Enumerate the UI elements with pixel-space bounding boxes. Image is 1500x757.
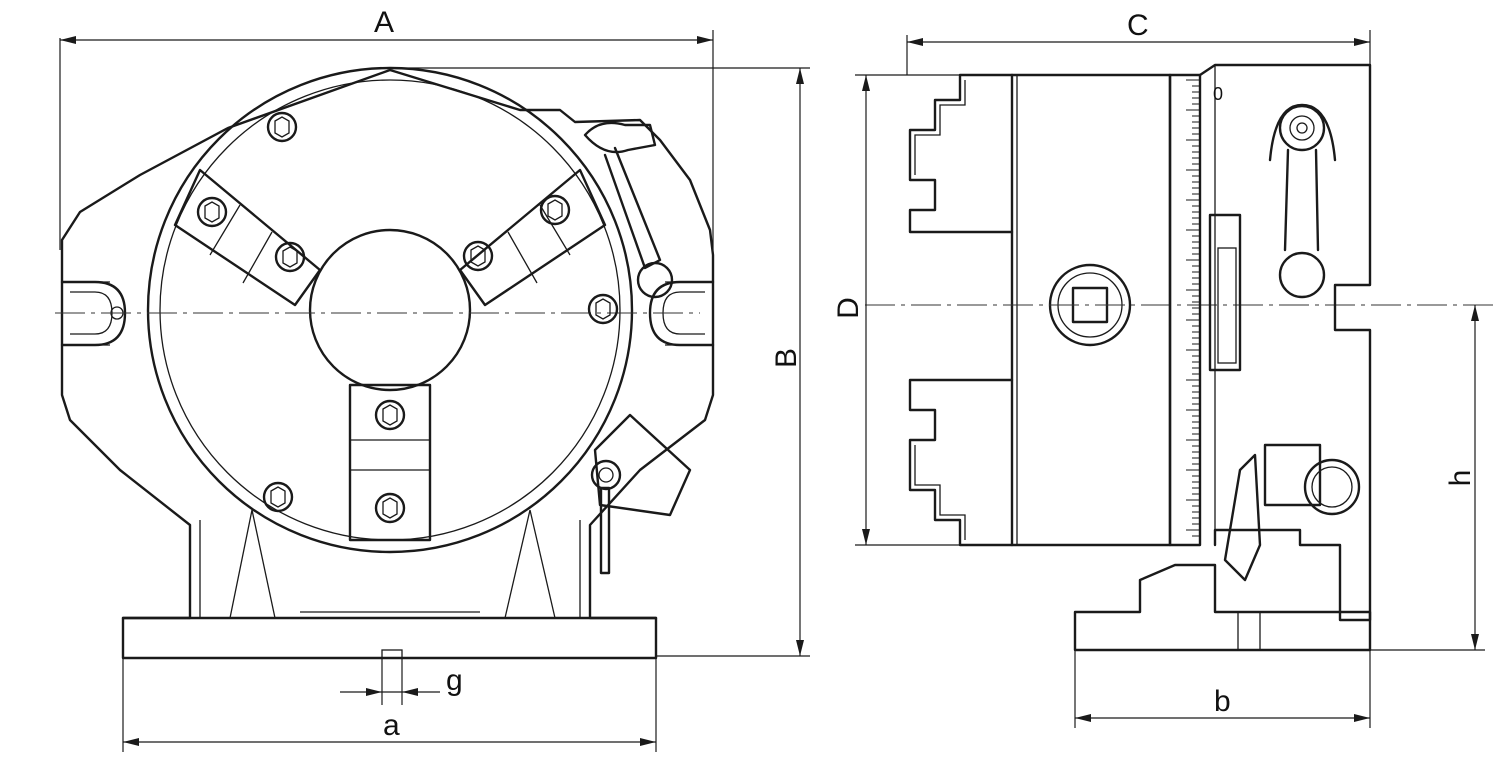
chuck-outer-circle	[146, 66, 634, 554]
side-jaw-upper-inner	[914, 80, 966, 175]
index-lever	[583, 121, 674, 299]
label-a: a	[383, 709, 400, 742]
bolt-left-outer	[196, 196, 228, 228]
bolt-top	[266, 111, 298, 143]
side-chuck-body	[1010, 73, 1172, 547]
jaw-bottom-step	[350, 439, 430, 471]
side-jaw-upper	[908, 73, 1014, 234]
jaw-left-step	[209, 204, 273, 284]
side-base	[1073, 563, 1372, 652]
bolt-right-edge	[587, 293, 619, 325]
chuck-inner-circle	[159, 79, 621, 541]
side-base-slot	[1237, 611, 1261, 651]
jaw-right	[458, 168, 607, 307]
front-body-inner	[61, 240, 581, 619]
dimension-lines	[59, 30, 1485, 752]
vernier-plate	[1208, 213, 1242, 372]
side-jaw-lower	[908, 378, 1014, 547]
graduated-ring	[1168, 73, 1202, 547]
label-D: D	[832, 297, 865, 319]
lock-plunger	[590, 413, 692, 575]
side-index-lever	[1268, 103, 1337, 299]
bolt-lower-left	[262, 481, 294, 513]
chuck-bolts	[196, 111, 619, 524]
jaw-bottom	[348, 383, 432, 542]
label-C: C	[1127, 9, 1149, 42]
label-g: g	[446, 664, 463, 697]
label-b: b	[1214, 685, 1231, 718]
front-view	[55, 66, 715, 660]
front-body-outline	[60, 68, 715, 620]
jaw-left	[173, 168, 322, 307]
jaw-right-step	[507, 204, 571, 284]
bolt-bottom-lower	[374, 492, 406, 524]
front-base-plate	[121, 616, 658, 660]
dimension-label-group: A C g a b B D h	[374, 6, 1477, 742]
bolt-bottom-upper	[374, 399, 406, 431]
label-A: A	[374, 6, 394, 39]
side-view: 0	[865, 63, 1495, 652]
side-lock-plunger	[1223, 443, 1361, 582]
scale-zero-mark: 0	[1213, 84, 1223, 104]
graduated-scale-ticks	[1186, 79, 1200, 537]
label-B: B	[770, 348, 803, 368]
label-h: h	[1444, 470, 1477, 487]
bolt-right-outer	[539, 194, 571, 226]
side-housing	[1198, 63, 1372, 622]
bolt-right-inner	[462, 240, 494, 272]
front-base-keyway	[381, 649, 403, 659]
bolt-left-inner	[274, 241, 306, 273]
front-right-slot	[648, 280, 715, 347]
side-jaw-lower-inner	[914, 445, 966, 540]
chuck-center-bore	[308, 228, 472, 392]
vernier-window	[1217, 247, 1237, 364]
